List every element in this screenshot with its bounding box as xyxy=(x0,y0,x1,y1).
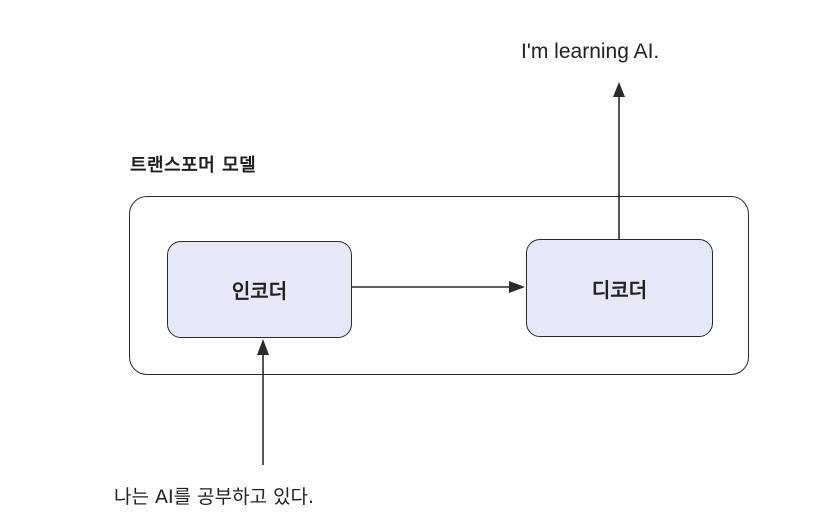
output-sentence: I'm learning AI. xyxy=(521,40,660,63)
input-sentence: 나는 AI를 공부하고 있다. xyxy=(114,486,315,508)
transformer-model-frame xyxy=(129,196,749,375)
encoder-to-decoder-arrowhead xyxy=(509,281,525,293)
model-title: 트랜스포머 모델 xyxy=(130,155,257,176)
encoder-block: 인코더 xyxy=(167,241,352,338)
decoder-label: 디코더 xyxy=(591,277,648,302)
decoder-block: 디코더 xyxy=(526,239,713,337)
input-arrowhead xyxy=(257,339,269,355)
encoder-label: 인코더 xyxy=(231,279,288,303)
output-arrowhead xyxy=(613,82,625,97)
